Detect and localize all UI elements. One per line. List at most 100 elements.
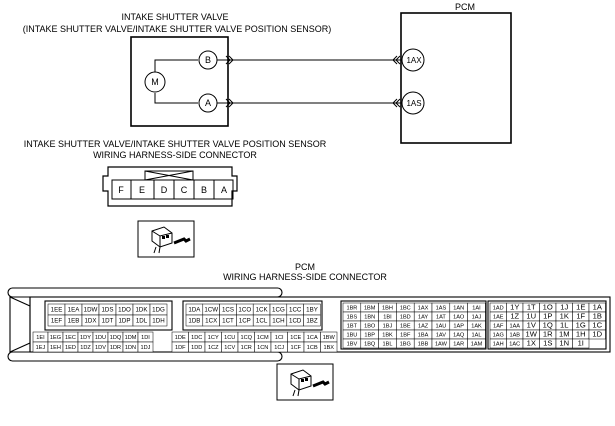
pin-label: 1BP (364, 333, 375, 339)
pin-label: 1DJ (141, 345, 151, 351)
pin-label: 1CU (224, 335, 235, 341)
pin-label: 1DH (152, 318, 164, 325)
pin-label: 1DQ (110, 335, 122, 341)
pin-label: 1AO (453, 315, 465, 321)
pcm-connector-mark-bottom (392, 98, 401, 108)
pin-label: 1AA (509, 324, 520, 330)
pin-label: 1DW (84, 307, 98, 314)
pin-label: 1BH (382, 306, 393, 312)
pin-label: 1DM (125, 335, 137, 341)
pin-label: 1H (576, 330, 586, 339)
pin-label: 1BF (400, 333, 411, 339)
pin-label: 1BB (418, 342, 429, 348)
pin-label: 1AM (471, 342, 483, 348)
pin-label: 1S (543, 339, 552, 348)
pin-label: 1CN (257, 345, 268, 351)
pin-label: 1BV (347, 342, 358, 348)
pcm-pin-1as-label: 1AS (406, 99, 421, 108)
pin-label: 1DI (141, 335, 150, 341)
pin-label: 1EJ (36, 345, 46, 351)
pin-label: 1CD (289, 318, 302, 325)
pin-label: 1BX (323, 345, 334, 351)
pin-label: 1DX (84, 318, 96, 325)
pin-label: 1EF (51, 318, 63, 325)
pin-label: 1BO (364, 324, 376, 330)
connector-view-box-1 (137, 220, 195, 258)
valve-pin-b-label: B (205, 55, 211, 65)
pin-label: 1AW (435, 342, 448, 348)
valve-connector-mark-bottom (225, 98, 234, 108)
pin-label: 1E (576, 303, 585, 312)
valve-connector-subtitle: WIRING HARNESS-SIDE CONNECTOR (93, 150, 257, 160)
pin-label: 1DU (95, 335, 106, 341)
pin-label: 1AC (509, 342, 520, 348)
pin-label: 1DP (118, 318, 130, 325)
pin-label: 1AY (418, 315, 428, 321)
pin-label: 1CQ (240, 335, 252, 341)
pin-label: 1AI (472, 306, 481, 312)
pin-label: 1T (527, 303, 536, 312)
pin-label: 1CV (224, 345, 235, 351)
pin-label: 1CB (307, 345, 318, 351)
pin-label: 1DT (102, 318, 114, 325)
pin-cell (572, 338, 590, 349)
pin-label: 1CG (272, 307, 285, 314)
pin-label: 1BY (306, 307, 318, 314)
pin-label: 1AH (493, 342, 504, 348)
pin-label: 1DN (125, 345, 136, 351)
pin-label: 1DY (80, 335, 91, 341)
pin-label: 1F (576, 312, 585, 321)
pin-label: 1EA (68, 307, 81, 314)
pin-label: 1CE (290, 335, 301, 341)
pin-label: 1BM (364, 306, 376, 312)
pin-label: 1D (592, 330, 602, 339)
pin-label: 1EC (65, 335, 76, 341)
pin-label: 1CX (205, 318, 217, 325)
pin-label: 1CW (204, 307, 218, 314)
pin-label: 1J (560, 303, 568, 312)
pin-label: 1AQ (453, 333, 465, 339)
pin-label: 1Q (543, 321, 553, 330)
valve-harness-connector (102, 166, 238, 207)
pin-label: 1CI (275, 335, 284, 341)
connector-view-box-2 (276, 363, 334, 401)
pin-label: 1X (527, 339, 536, 348)
pin-label: 1B (593, 312, 602, 321)
motor-label: M (151, 77, 159, 87)
pin-label: 1DK (135, 307, 148, 314)
pin-label: 1DG (152, 307, 165, 314)
pin-label: 1CA (307, 335, 318, 341)
pin-label: 1CS (222, 307, 234, 314)
pin-label: 1AX (418, 306, 429, 312)
pin-cell (137, 341, 154, 353)
pin-label: 1BJ (383, 324, 393, 330)
pin-label: 1BU (346, 333, 357, 339)
pin-label: 1A (593, 303, 603, 312)
pin-label: 1AF (493, 324, 504, 330)
pin-label: 1DR (110, 345, 121, 351)
pin-label: 1CF (290, 345, 301, 351)
pin-label: 1CK (256, 307, 269, 314)
valve-connector-pin: E (139, 185, 145, 195)
pin-label: 1CO (238, 307, 251, 314)
pin-label: 1AD (493, 306, 504, 312)
pin-label: 1EH (50, 345, 61, 351)
pin-label: 1O (543, 303, 553, 312)
motor-symbol (144, 71, 166, 93)
pin-label: 1CH (272, 318, 284, 325)
pin-label: 1BN (364, 315, 375, 321)
valve-connector-pin: C (181, 185, 188, 195)
pin-label: 1AN (453, 306, 464, 312)
pin-label: 1AP (453, 324, 464, 330)
valve-connector-pin: D (161, 185, 168, 195)
pin-label: 1AZ (418, 324, 429, 330)
pin-label: 1DS (101, 307, 113, 314)
pin-label: 1EB (68, 318, 80, 325)
pin-label: 1AE (493, 315, 504, 321)
pin-label: 1DF (175, 345, 186, 351)
pin-label: 1AJ (472, 315, 482, 321)
valve-connector-mark-top (225, 55, 234, 65)
pin-label: 1DC (191, 335, 202, 341)
pin-label: 1BE (400, 324, 411, 330)
pin-label: 1BT (347, 324, 358, 330)
